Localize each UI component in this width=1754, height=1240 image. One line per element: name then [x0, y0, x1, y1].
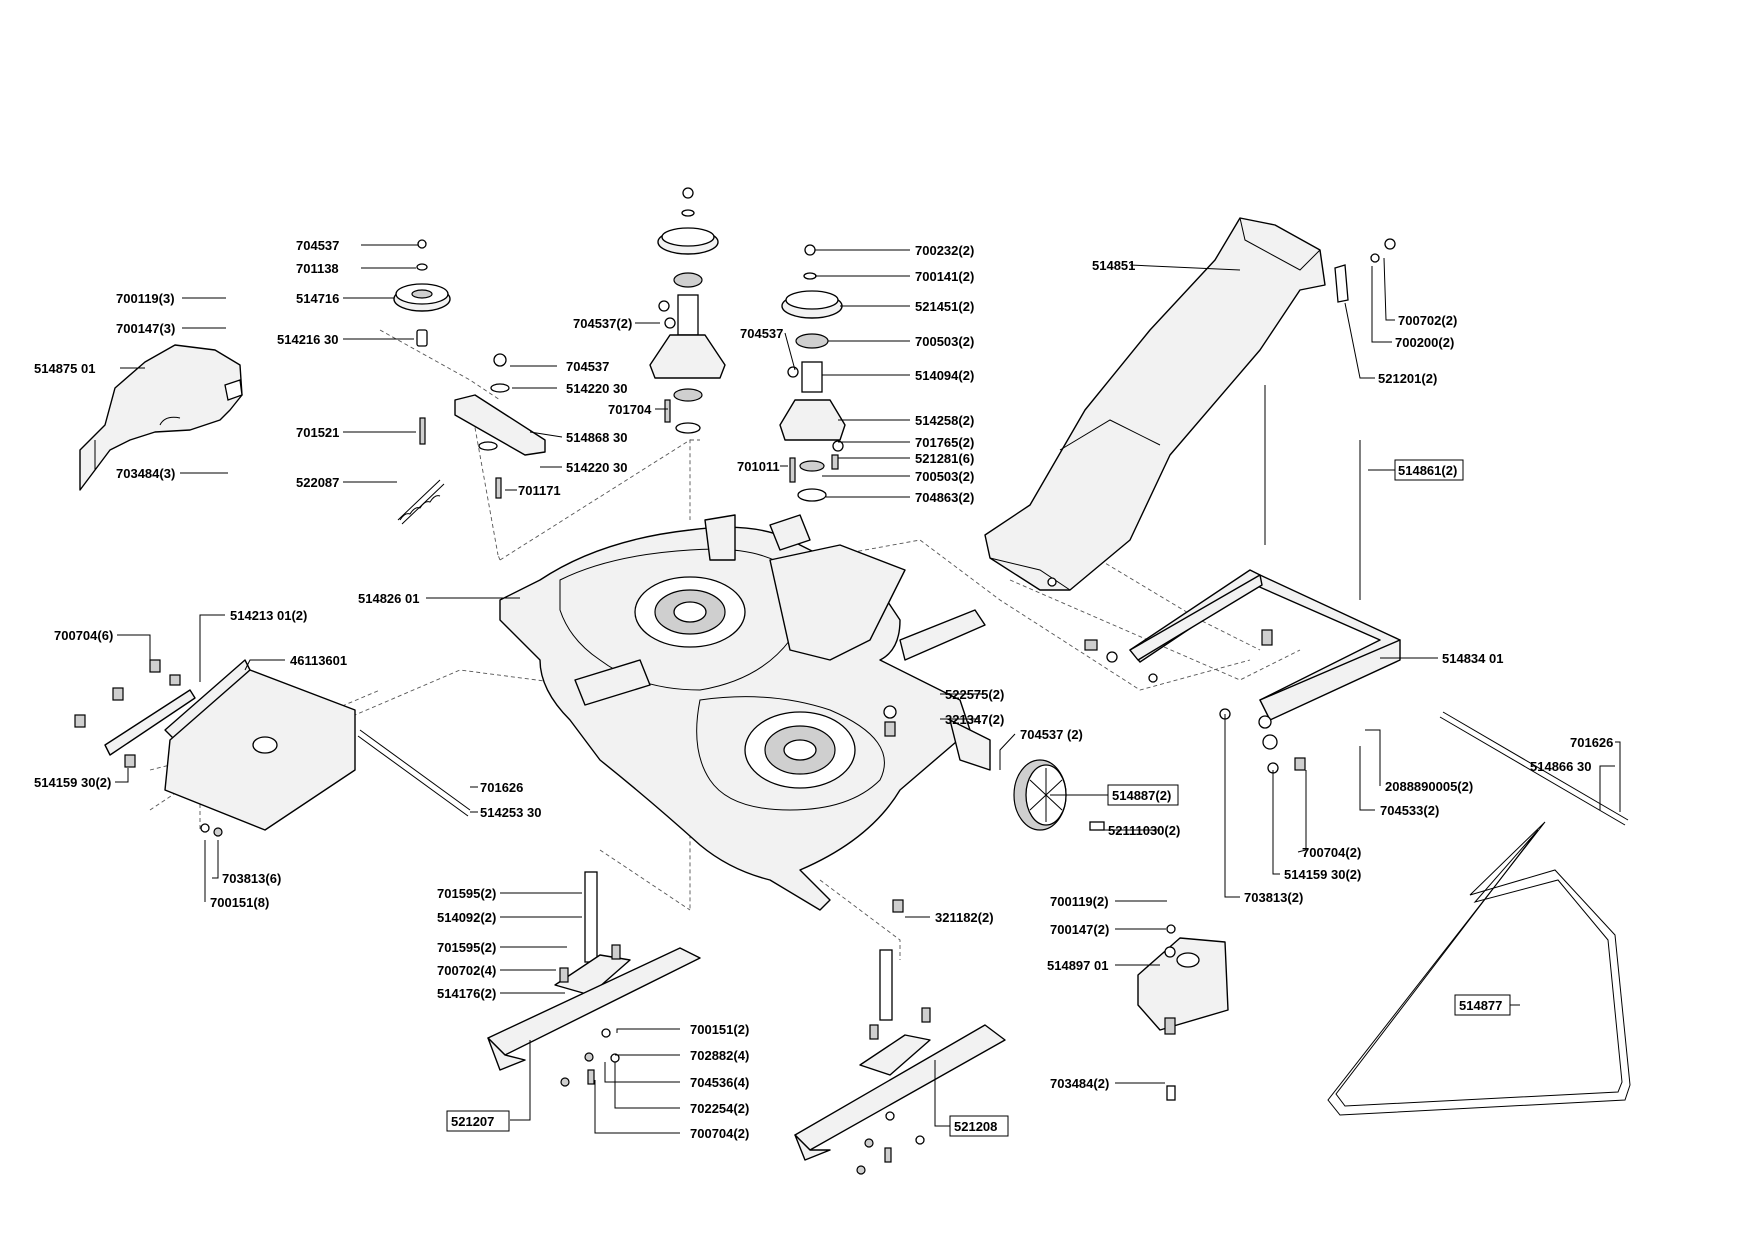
drive-bracket [74, 659, 471, 837]
label-700702-4: 700702(4) [437, 963, 496, 978]
mower-deck [499, 514, 991, 911]
label-700151-2: 700151(2) [690, 1022, 749, 1037]
label-521201-2: 521201(2) [1378, 371, 1437, 386]
discharge-chute [984, 217, 1396, 591]
label-2088890005-2: 2088890005(2) [1385, 779, 1473, 794]
label-514159-30-2-b: 514159 30(2) [1284, 867, 1361, 882]
blade-right [794, 899, 1006, 1175]
label-700704-2-a: 700704(2) [1302, 845, 1361, 860]
label-704863-2: 704863(2) [915, 490, 974, 505]
label-522575-2: 522575(2) [945, 687, 1004, 702]
label-704537-c: 704537 [740, 326, 783, 341]
label-522087: 522087 [296, 475, 339, 490]
label-704537-2-b: 704537 (2) [1020, 727, 1083, 742]
label-701521: 701521 [296, 425, 339, 440]
label-703484-2: 703484(2) [1050, 1076, 1109, 1091]
part-labels: 704537 701138 514716 514216 30 700119(3)… [34, 238, 1613, 1141]
label-514861-2: 514861(2) [1398, 463, 1457, 478]
label-704537-2: 704537(2) [573, 316, 632, 331]
label-52111030-2: 52111030(2) [1108, 823, 1180, 838]
label-514220-30-a: 514220 30 [566, 381, 627, 396]
label-701626-a: 701626 [480, 780, 523, 795]
label-700119-2: 700119(2) [1050, 894, 1109, 909]
label-514897-01: 514897 01 [1047, 958, 1108, 973]
label-702882-4: 702882(4) [690, 1048, 749, 1063]
label-703484-3: 703484(3) [116, 466, 175, 481]
label-700704-2-b: 700704(2) [690, 1126, 749, 1141]
label-704537-a: 704537 [296, 238, 339, 253]
label-701595-2-a: 701595(2) [437, 886, 496, 901]
label-700200-2: 700200(2) [1395, 335, 1454, 350]
label-514159-30-2-a: 514159 30(2) [34, 775, 111, 790]
label-701595-2-b: 701595(2) [437, 940, 496, 955]
label-514220-30-b: 514220 30 [566, 460, 627, 475]
label-514258-2: 514258(2) [915, 413, 974, 428]
label-514887-2: 514887(2) [1112, 788, 1171, 803]
label-701704: 701704 [608, 402, 652, 417]
label-521281-6: 521281(6) [915, 451, 974, 466]
label-700147-3: 700147(3) [116, 321, 175, 336]
label-frames [446, 459, 1511, 1137]
label-702254-2: 702254(2) [690, 1101, 749, 1116]
label-514253-30: 514253 30 [480, 805, 541, 820]
label-700141-2: 700141(2) [915, 269, 974, 284]
label-514866-30: 514866 30 [1530, 759, 1591, 774]
label-514826-01: 514826 01 [358, 591, 419, 606]
label-701171: 701171 [518, 483, 561, 498]
tension-arm [397, 353, 546, 525]
blade-left [487, 871, 701, 1087]
label-514851: 514851 [1092, 258, 1135, 273]
label-701626-b: 701626 [1570, 735, 1613, 750]
label-704533-2: 704533(2) [1380, 803, 1439, 818]
label-700503-2-b: 700503(2) [915, 469, 974, 484]
label-514834-01: 514834 01 [1442, 651, 1503, 666]
label-514094-2: 514094(2) [915, 368, 974, 383]
drive-belt [1327, 821, 1631, 1116]
label-521451-2: 521451(2) [915, 299, 974, 314]
label-700232-2: 700232(2) [915, 243, 974, 258]
spindle-assembly-left [649, 187, 726, 434]
label-701765-2: 701765(2) [915, 435, 974, 450]
belt-guard-right [1137, 924, 1229, 1101]
label-700151-8: 700151(8) [210, 895, 269, 910]
label-514877: 514877 [1459, 998, 1502, 1013]
label-521208: 521208 [954, 1119, 997, 1134]
leader-lines [115, 244, 1621, 1134]
label-703813-6: 703813(6) [222, 871, 281, 886]
label-321347-2: 321347(2) [945, 712, 1004, 727]
label-514092-2: 514092(2) [437, 910, 496, 925]
idler-pulley-assembly [393, 239, 451, 347]
label-704537-b: 704537 [566, 359, 609, 374]
label-700704-6: 700704(6) [54, 628, 113, 643]
label-514213-01-2: 514213 01(2) [230, 608, 307, 623]
spindle-assembly-right [779, 244, 846, 502]
label-700119-3: 700119(3) [116, 291, 175, 306]
label-321182-2: 321182(2) [935, 910, 994, 925]
label-701138: 701138 [296, 261, 339, 276]
lift-frame [1084, 385, 1401, 774]
label-700147-2: 700147(2) [1050, 922, 1109, 937]
label-700702-2-a: 700702(2) [1398, 313, 1457, 328]
label-704536-4: 704536(4) [690, 1075, 749, 1090]
belt-guard-left [79, 344, 243, 491]
axle-rod [1439, 711, 1629, 826]
label-521207: 521207 [451, 1114, 494, 1129]
label-514176-2: 514176(2) [437, 986, 496, 1001]
label-514216-30: 514216 30 [277, 332, 338, 347]
label-514868-30: 514868 30 [566, 430, 627, 445]
label-703813-2: 703813(2) [1244, 890, 1303, 905]
label-46113601: 46113601 [290, 653, 347, 668]
label-514875-01: 514875 01 [34, 361, 95, 376]
label-514716: 514716 [296, 291, 339, 306]
label-701011: 701011 [737, 459, 780, 474]
label-700503-2-a: 700503(2) [915, 334, 974, 349]
